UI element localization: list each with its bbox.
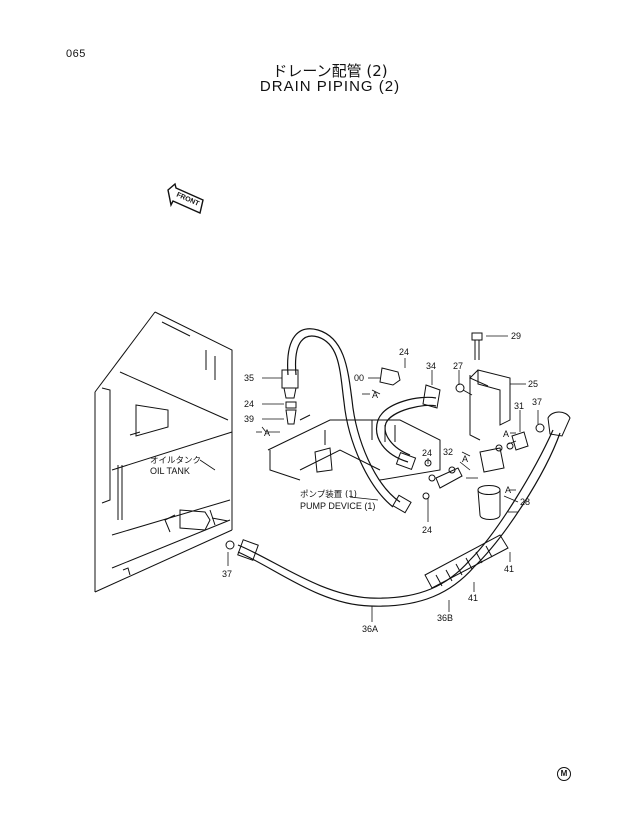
hose-34 <box>376 367 441 471</box>
fitting-31 <box>495 431 529 452</box>
callout-32: 32 <box>443 447 453 457</box>
callout-41: 41 <box>468 593 478 603</box>
callout-41: 41 <box>504 564 514 574</box>
callout-a: A <box>505 485 511 495</box>
front-arrow: FRONT <box>167 182 204 214</box>
callout-36a: 36A <box>362 624 378 634</box>
callout-25: 25 <box>528 379 538 389</box>
callout-24: 24 <box>422 448 432 458</box>
pump-device-label-japanese: ポンプ装置 (1) <box>300 489 357 500</box>
hose-35 <box>281 328 412 514</box>
callout-35: 35 <box>244 373 254 383</box>
callout-a: A <box>503 429 509 439</box>
bolt-27 <box>455 383 473 396</box>
callout-29: 29 <box>511 331 521 341</box>
hose-36 <box>225 411 571 607</box>
corner-mark: M <box>557 767 571 781</box>
page-title: DRAIN PIPING (2) <box>259 78 401 95</box>
filter-28 <box>477 447 505 520</box>
page-title-japanese: ドレーン配管 (2) <box>272 62 388 80</box>
callout-27: 27 <box>453 361 463 371</box>
callout-39: 39 <box>244 414 254 424</box>
callout-a: A <box>372 390 378 400</box>
callout-a: A <box>264 428 270 438</box>
pump-device-outline <box>267 414 441 481</box>
oil-tank-label-japanese: オイルタンク <box>150 456 201 466</box>
oil-tank-label: OIL TANK <box>150 466 190 476</box>
callout-36b: 36B <box>437 613 453 623</box>
leader-lines <box>199 335 539 622</box>
callout-28: 28 <box>520 497 530 507</box>
callout-24: 24 <box>399 347 409 357</box>
page-number: 065 <box>66 48 86 60</box>
callout-37: 37 <box>222 569 232 579</box>
bracket-25 <box>469 369 511 441</box>
callout-labels: 35 24 39 A 24 00 A 34 29 27 25 31 37 A 2… <box>150 331 542 634</box>
a-markers <box>256 393 516 491</box>
callout-00: 00 <box>354 373 364 383</box>
fitting-32 <box>422 459 463 500</box>
callout-24: 24 <box>422 525 432 535</box>
bolt-29 <box>471 332 483 360</box>
callout-a: A <box>462 454 468 464</box>
callout-37: 37 <box>532 397 542 407</box>
callout-24: 24 <box>244 399 254 409</box>
oil-tank <box>94 311 233 593</box>
callout-34: 34 <box>426 361 436 371</box>
pump-device-label: PUMP DEVICE (1) <box>300 501 375 511</box>
callout-31: 31 <box>514 401 524 411</box>
